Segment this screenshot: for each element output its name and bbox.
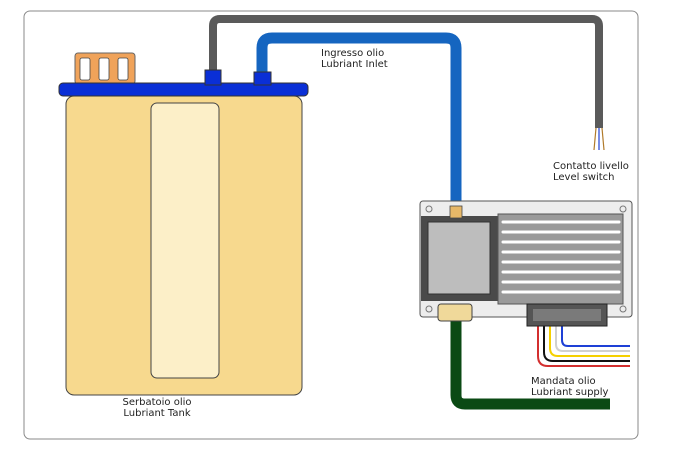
inlet-connector bbox=[253, 71, 272, 86]
inlet-fitting bbox=[449, 205, 463, 219]
electrical-wires bbox=[537, 326, 630, 367]
inlet-pipe bbox=[256, 32, 462, 210]
label-supply-en: Lubriant supply bbox=[531, 387, 609, 398]
supply-pipe bbox=[450, 318, 610, 410]
label-inlet-it: Ingresso olio bbox=[321, 48, 384, 59]
label-tank-en: Lubriant Tank bbox=[123, 408, 190, 419]
pump-motor bbox=[427, 221, 491, 295]
label-tank-it: Serbatoio olio bbox=[123, 397, 192, 408]
diagram-frame bbox=[23, 10, 639, 440]
pump-unit bbox=[419, 200, 633, 327]
level-switch-connector bbox=[204, 69, 222, 86]
tank-level-window bbox=[150, 102, 220, 379]
oil-tank bbox=[58, 52, 309, 396]
level-switch-cable bbox=[209, 15, 603, 128]
outlet-fitting bbox=[437, 303, 473, 322]
cable-wire-ends bbox=[593, 127, 605, 151]
tank-lid bbox=[58, 82, 309, 97]
label-inlet-en: Lubriant Inlet bbox=[321, 59, 388, 70]
label-level-it: Contatto livello bbox=[553, 161, 629, 172]
cooling-fins bbox=[497, 213, 624, 305]
label-level-en: Level switch bbox=[553, 172, 615, 183]
label-supply-it: Mandata olio bbox=[531, 376, 596, 387]
